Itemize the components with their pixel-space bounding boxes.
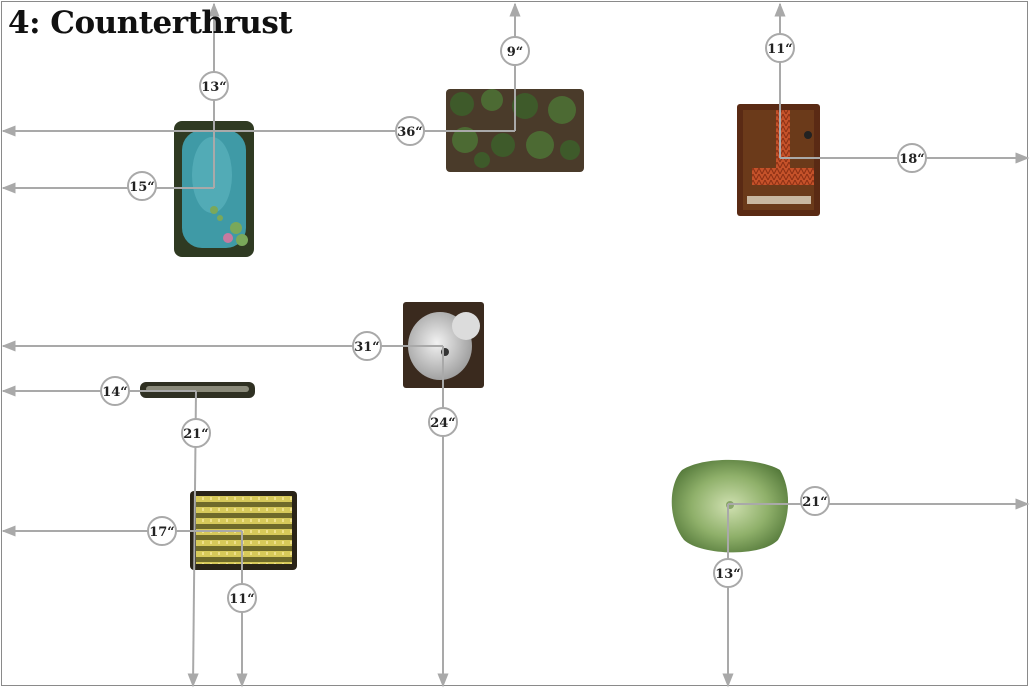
label-hedge-bottom-text: 21“	[183, 427, 209, 442]
label-building-top-text: 11“	[767, 42, 793, 57]
hill-terrain	[671, 459, 789, 553]
label-hill-bottom: 13“	[713, 558, 743, 588]
label-pond-left: 15“	[127, 171, 157, 201]
label-pond-top: 13“	[199, 71, 229, 101]
page-title: 4: Counterthrust	[8, 5, 293, 41]
label-pond-left-text: 15“	[129, 180, 155, 195]
label-field-left: 17“	[147, 516, 177, 546]
label-hill-right-text: 21“	[802, 495, 828, 510]
label-woods-top-text: 9“	[507, 45, 524, 60]
building-terrain	[737, 104, 820, 216]
label-pond-top-text: 13“	[201, 80, 227, 95]
label-hedge-left: 14“	[100, 376, 130, 406]
label-hill-right: 21“	[800, 486, 830, 516]
label-rocks-left-text: 31“	[354, 340, 380, 355]
label-woods-left: 36“	[395, 116, 425, 146]
label-rocks-bottom: 24“	[428, 407, 458, 437]
label-hill-bottom-text: 13“	[715, 567, 741, 582]
label-field-left-text: 17“	[149, 525, 175, 540]
label-field-bottom-text: 11“	[229, 592, 255, 607]
label-woods-left-text: 36“	[397, 125, 423, 140]
label-rocks-left: 31“	[352, 331, 382, 361]
label-rocks-bottom-text: 24“	[430, 416, 456, 431]
label-hedge-left-text: 14“	[102, 385, 128, 400]
label-woods-top: 9“	[500, 36, 530, 66]
label-building-right-text: 18“	[899, 152, 925, 167]
label-building-right: 18“	[897, 143, 927, 173]
label-building-top: 11“	[765, 33, 795, 63]
label-hedge-bottom: 21“	[181, 418, 211, 448]
label-field-bottom: 11“	[227, 583, 257, 613]
